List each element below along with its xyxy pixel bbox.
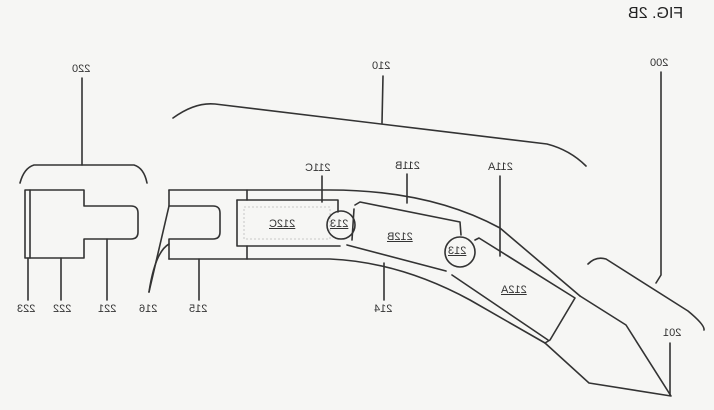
label-215: 215 xyxy=(189,303,208,315)
module-212B-left xyxy=(351,208,355,241)
label-214: 214 xyxy=(374,303,393,315)
label-216: 216 xyxy=(139,303,158,315)
label-210: 210 xyxy=(372,60,391,72)
part-220-outline xyxy=(24,189,139,259)
module-212B-bottom xyxy=(346,244,447,272)
label-211C: 211C xyxy=(305,162,331,174)
body-top-edge xyxy=(168,189,581,297)
label-211A: 211A xyxy=(488,161,513,173)
module-212A-bottom xyxy=(451,274,549,341)
label-222: 222 xyxy=(53,303,72,315)
label-201: 201 xyxy=(663,327,682,339)
bracket-220 xyxy=(19,164,148,184)
leader-216b xyxy=(148,243,170,293)
module-212C-inner xyxy=(243,206,331,240)
module-212B-top xyxy=(354,201,462,236)
label-223: 223 xyxy=(17,303,36,315)
figure-title: FIG. 2B xyxy=(628,5,684,22)
label-212C: 212C xyxy=(269,218,296,230)
joint-213-right xyxy=(444,236,476,268)
socket-216 xyxy=(168,189,221,260)
label-212B: 212B xyxy=(387,231,413,243)
joint-213-left xyxy=(326,210,356,240)
module-212C-b xyxy=(236,199,341,247)
bracket-210 xyxy=(172,102,587,167)
label-200: 200 xyxy=(650,57,669,69)
tip-201 xyxy=(544,295,672,397)
module-212A xyxy=(474,237,576,344)
leader-200 xyxy=(655,71,662,284)
label-221: 221 xyxy=(98,303,117,315)
leader-210 xyxy=(381,75,384,124)
label-220: 220 xyxy=(72,63,91,75)
body-bottom-edge xyxy=(168,258,546,344)
label-213-left: 213 xyxy=(330,218,349,230)
label-211B: 211B xyxy=(395,160,420,172)
module-212C xyxy=(236,199,339,213)
label-213-right: 213 xyxy=(448,245,467,257)
bracket-200 xyxy=(587,257,705,331)
label-212A: 212A xyxy=(501,284,527,296)
